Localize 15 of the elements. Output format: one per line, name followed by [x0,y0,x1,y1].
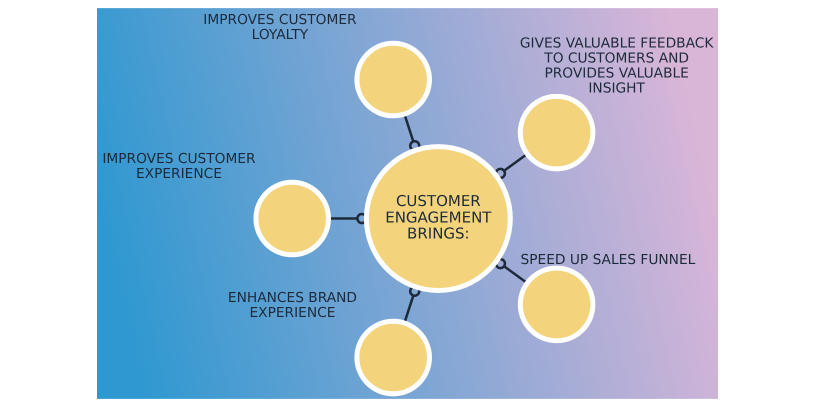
node-circle [354,40,432,118]
node-label: ENHANCES BRAND EXPERIENCE [227,290,357,322]
node-circle [517,94,595,172]
connector [494,258,527,284]
connector [402,285,420,324]
node-label: IMPROVES CUSTOMER EXPERIENCE [102,151,256,182]
connector [494,153,527,180]
node-circle [517,266,595,344]
connector [402,114,420,152]
node-circle [354,318,432,396]
node-label: SPEED UP SALES FUNNEL [520,252,695,268]
node-circle: CUSTOMER ENGAGEMENT BRINGS: [363,144,512,293]
node-label: GIVES VALUABLE FEEDBACK TO CUSTOMERS AND PROVIDES VALUABLE INSIGHT [519,35,713,96]
node-label: IMPROVES CUSTOMER LOYALTY [202,12,356,44]
node-circle [252,180,330,258]
